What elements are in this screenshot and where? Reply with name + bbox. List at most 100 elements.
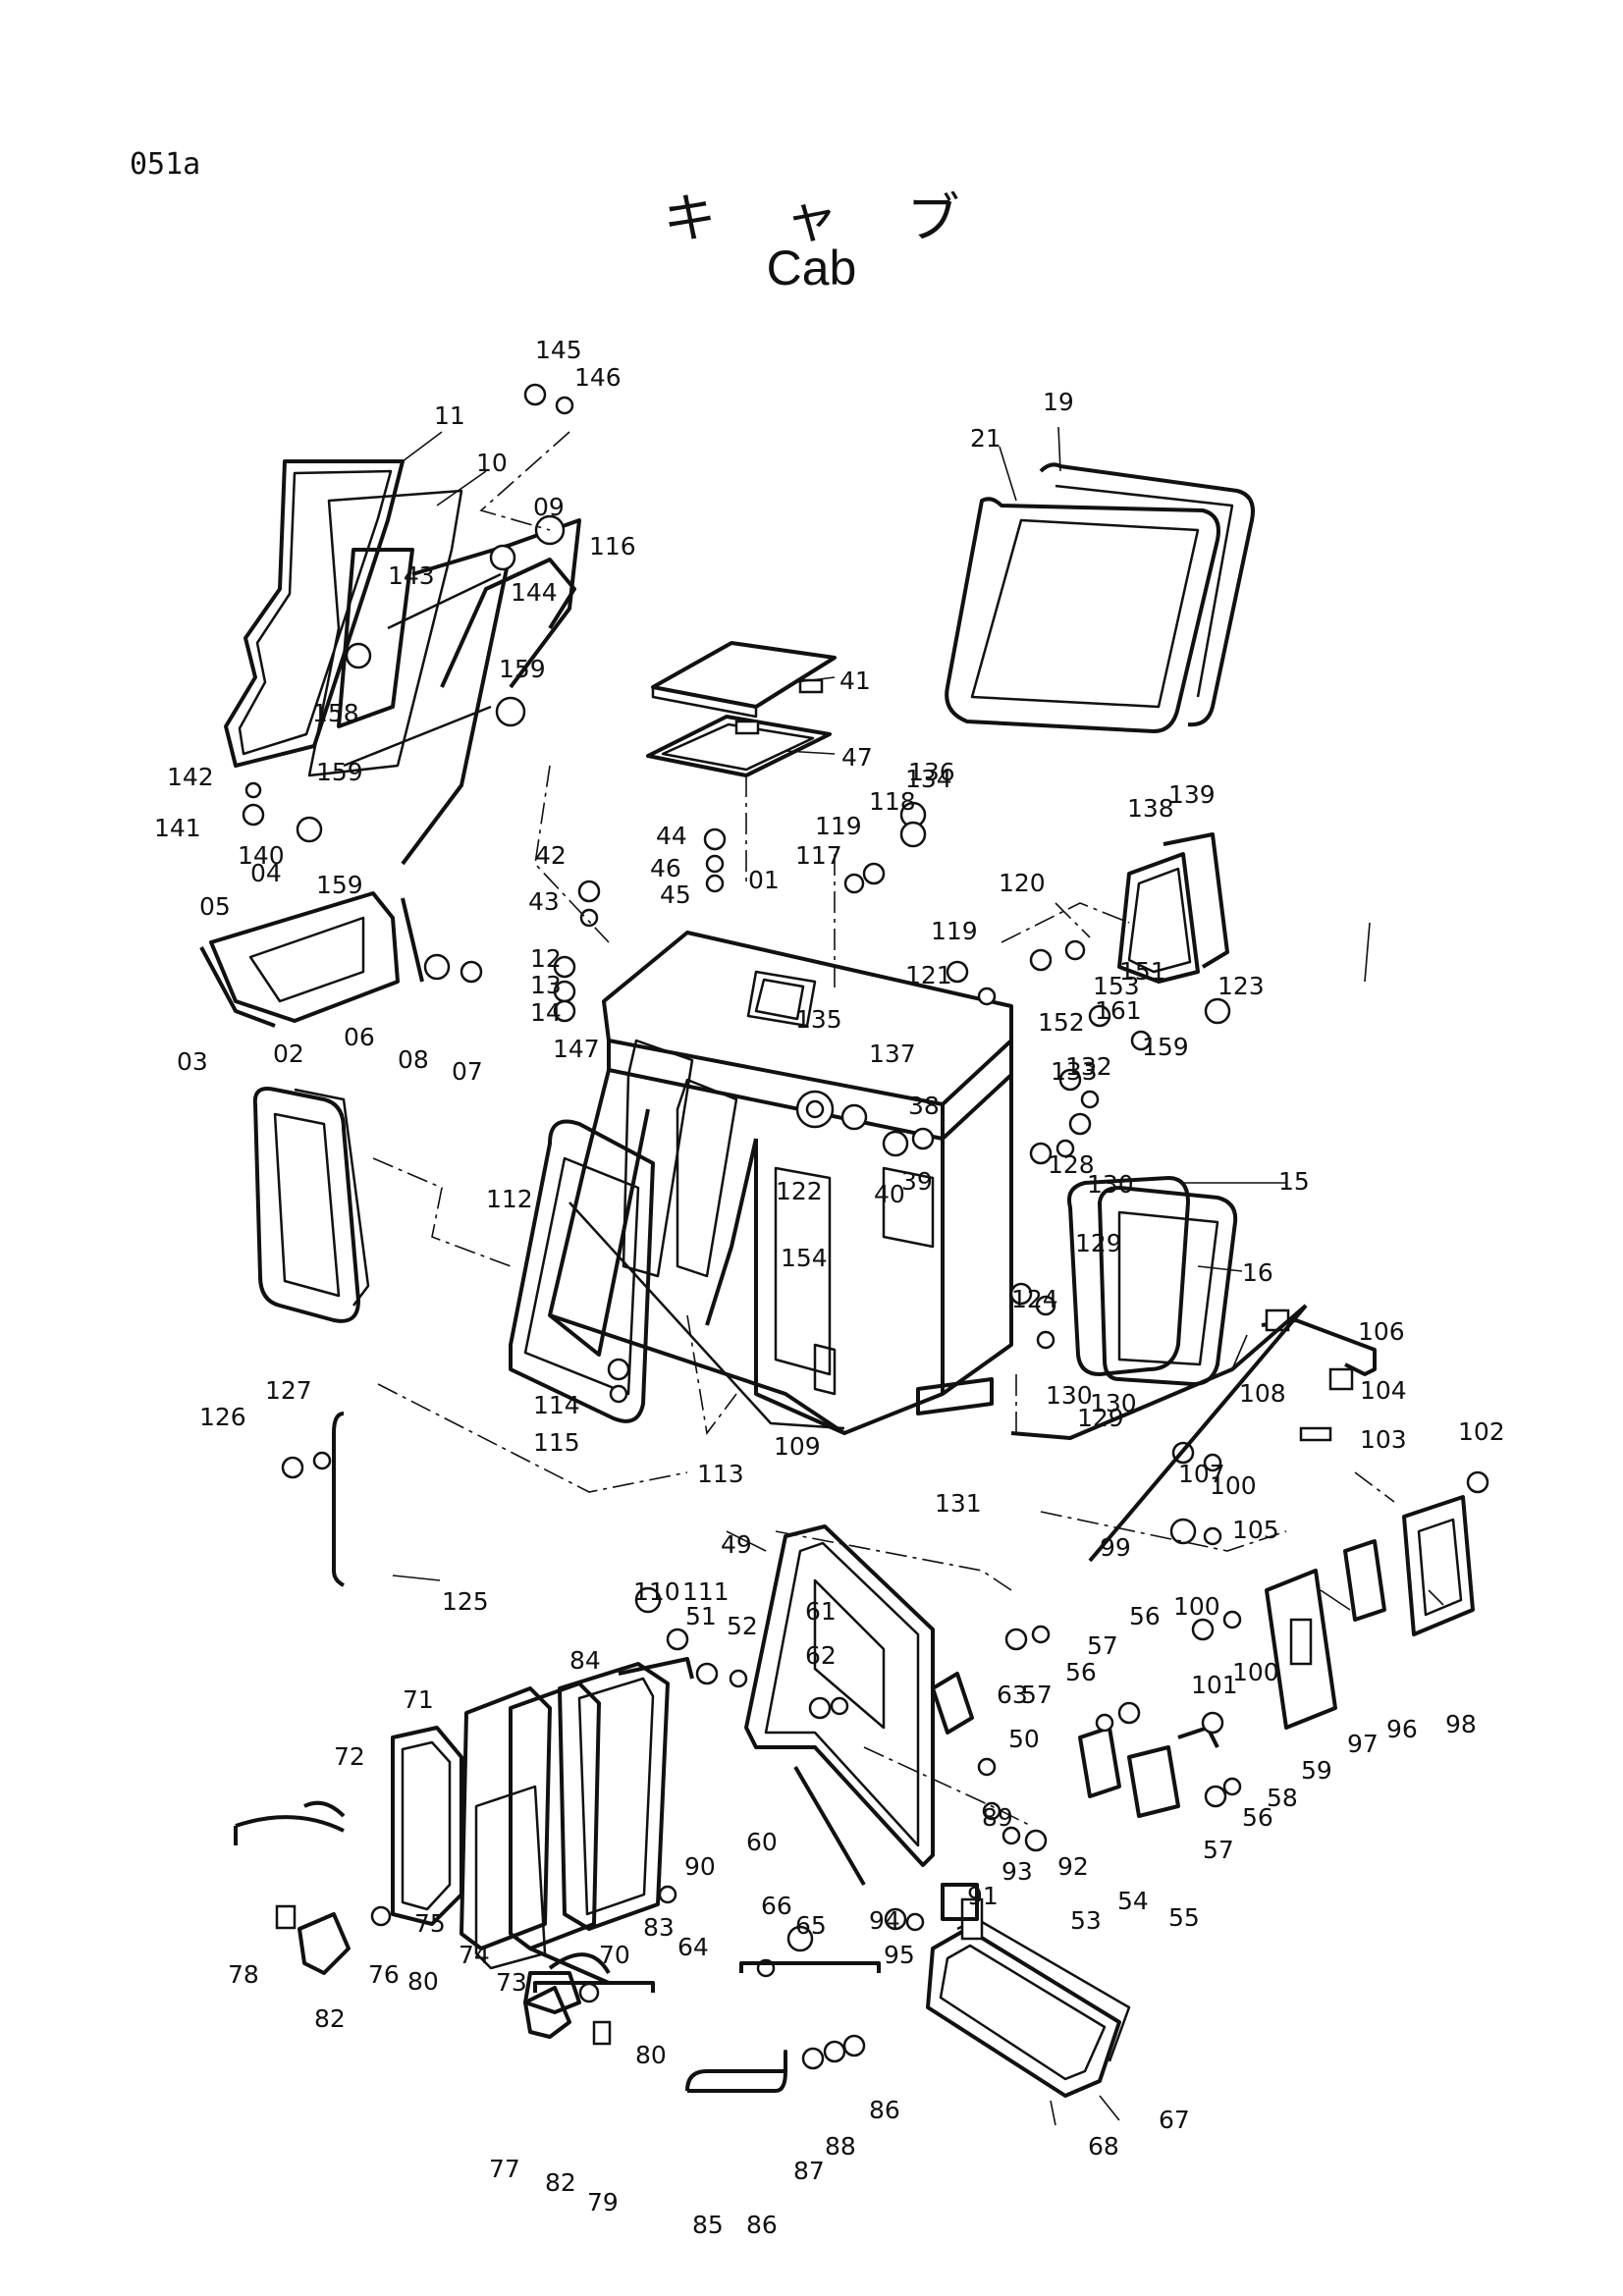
part-label: 76	[368, 1960, 400, 1989]
part-label: 111	[682, 1577, 730, 1606]
part-label: 73	[496, 1968, 527, 1997]
part-label: 57	[1021, 1681, 1053, 1709]
part-label: 90	[684, 1852, 716, 1881]
part-label: 70	[599, 1941, 630, 1969]
part-label: 45	[660, 881, 691, 909]
part-label: 43	[528, 887, 560, 916]
part-label: 130	[1090, 1389, 1137, 1417]
part-label: 94	[869, 1906, 900, 1935]
right-side-windows	[1067, 832, 1238, 1386]
part-label: 161	[1095, 996, 1142, 1025]
part-label: 61	[805, 1597, 837, 1626]
part-label: 49	[721, 1530, 752, 1559]
part-label: 141	[154, 814, 201, 842]
part-label: 146	[574, 363, 622, 392]
part-label: 41	[839, 667, 871, 695]
part-label: 159	[499, 655, 546, 683]
part-label: 75	[414, 1909, 446, 1938]
part-label: 138	[1127, 794, 1174, 823]
part-label: 03	[177, 1047, 208, 1076]
part-label: 103	[1360, 1425, 1407, 1454]
part-label: 79	[587, 2188, 619, 2216]
part-label: 123	[1217, 972, 1265, 1000]
part-label: 83	[643, 1913, 675, 1942]
cab-door	[744, 1524, 935, 1867]
part-label: 158	[312, 699, 359, 727]
part-label: 129	[1075, 1229, 1122, 1257]
part-label: 109	[774, 1432, 821, 1461]
part-label: 125	[442, 1587, 489, 1616]
part-label: 93	[1001, 1857, 1033, 1886]
front-lower-window	[199, 891, 483, 1028]
part-label: 107	[1178, 1460, 1225, 1488]
title-english: Cab	[766, 240, 857, 295]
part-label: 42	[535, 841, 567, 870]
part-label: 65	[795, 1911, 827, 1940]
part-label: 39	[901, 1167, 933, 1196]
part-label: 114	[533, 1391, 580, 1419]
part-label: 91	[967, 1882, 999, 1910]
part-label: 10	[476, 449, 508, 477]
part-labels: 01 02 03 04 05 06 07 08 09 10 11 12 13 1…	[154, 336, 1505, 2239]
part-label: 55	[1168, 1903, 1200, 1932]
part-label: 72	[334, 1742, 365, 1771]
part-label: 117	[795, 841, 842, 870]
part-label: 67	[1159, 2106, 1190, 2134]
part-label: 129	[1077, 1404, 1124, 1432]
part-label: 78	[228, 1960, 259, 1989]
part-label: 100	[1210, 1471, 1257, 1500]
bolts-washers	[242, 383, 1489, 2003]
part-label: 95	[884, 1941, 915, 1969]
part-label: 105	[1232, 1516, 1279, 1544]
part-label: 159	[316, 758, 363, 786]
part-label: 100	[1232, 1658, 1279, 1686]
part-label: 92	[1057, 1852, 1089, 1881]
part-label: 60	[746, 1828, 778, 1856]
part-label: 116	[589, 532, 636, 561]
title-japanese: キャブ	[663, 187, 1029, 249]
part-label: 159	[316, 871, 363, 899]
part-label: 152	[1038, 1008, 1085, 1037]
part-label: 120	[999, 869, 1046, 897]
part-label: 130	[1087, 1170, 1134, 1199]
part-label: 14	[530, 998, 562, 1027]
leader-lines	[234, 426, 1444, 2126]
part-label: 87	[793, 2157, 825, 2185]
part-label: 68	[1088, 2132, 1119, 2161]
part-label: 58	[1267, 1784, 1298, 1812]
part-label: 132	[1065, 1052, 1112, 1081]
part-label: 44	[656, 822, 687, 850]
part-label: 127	[265, 1376, 312, 1405]
lower-right-window	[926, 1917, 1131, 2098]
part-label: 86	[746, 2211, 778, 2239]
part-label: 50	[1008, 1725, 1040, 1753]
part-label: 56	[1065, 1658, 1097, 1686]
part-label: 66	[761, 1892, 792, 1920]
part-label: 137	[869, 1040, 916, 1068]
part-label: 100	[1173, 1592, 1220, 1621]
part-label: 99	[1100, 1533, 1131, 1562]
part-label: 74	[459, 1941, 490, 1969]
part-label: 06	[344, 1023, 375, 1051]
part-drawings	[199, 383, 1489, 2126]
part-label: 102	[1458, 1417, 1505, 1446]
door-lock-plates	[1265, 1495, 1475, 1730]
assembly-lines	[372, 431, 1395, 1827]
cab-body	[548, 931, 1013, 1435]
part-label: 57	[1087, 1631, 1118, 1660]
part-label: 153	[1093, 972, 1140, 1000]
part-label: 97	[1347, 1730, 1379, 1758]
door-window-glass	[391, 1657, 694, 1970]
part-label: 88	[825, 2132, 856, 2161]
part-label: 71	[403, 1685, 434, 1714]
part-label: 139	[1168, 780, 1216, 809]
part-label: 80	[635, 2041, 667, 2069]
part-label: 13	[530, 971, 562, 999]
part-label: 01	[748, 866, 780, 894]
part-label: 63	[997, 1681, 1028, 1709]
part-label: 64	[677, 1933, 709, 1961]
part-label: 21	[970, 424, 1001, 453]
part-label: 113	[697, 1460, 744, 1488]
part-label: 82	[314, 2004, 346, 2033]
part-label: 122	[776, 1177, 823, 1205]
